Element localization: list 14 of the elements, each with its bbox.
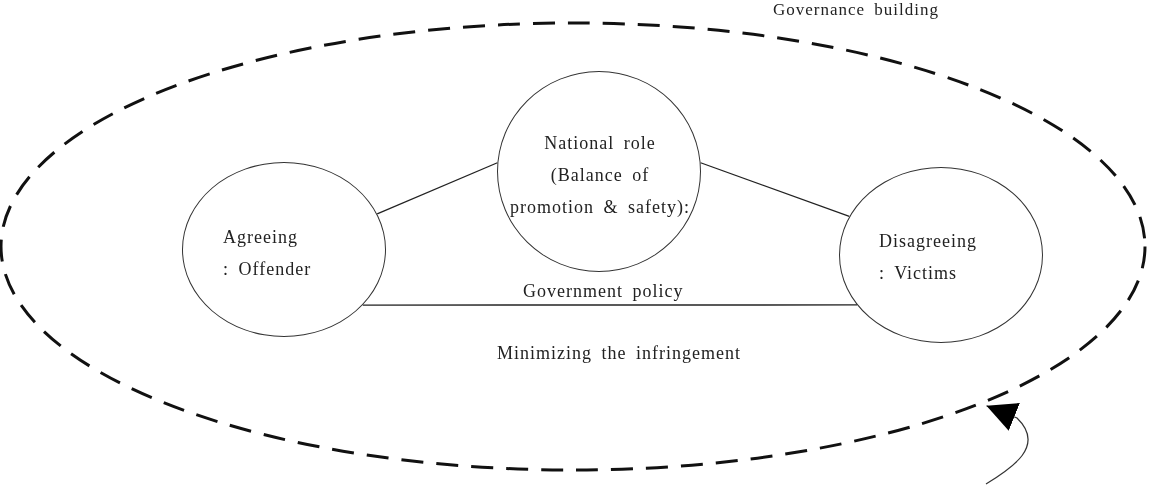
node-subtitle: : Offender (223, 258, 312, 281)
ellipse-node (182, 162, 386, 337)
node-subtitle: : Victims (879, 262, 958, 285)
node-subtitle: (Balance of promotion & safety): (509, 164, 691, 219)
ellipse-node (497, 71, 701, 272)
connector-line (376, 162, 499, 215)
connector-line (699, 162, 850, 218)
annotation-text: Minimizing the infringement (497, 342, 741, 364)
connector-line (362, 304, 858, 306)
curved-arrow (985, 403, 1029, 485)
node-title: Disagreeing (879, 230, 977, 253)
ellipse-heading: Governance building (773, 0, 940, 19)
node-title: Agreeing (223, 226, 298, 249)
node-title: National role (544, 132, 656, 155)
